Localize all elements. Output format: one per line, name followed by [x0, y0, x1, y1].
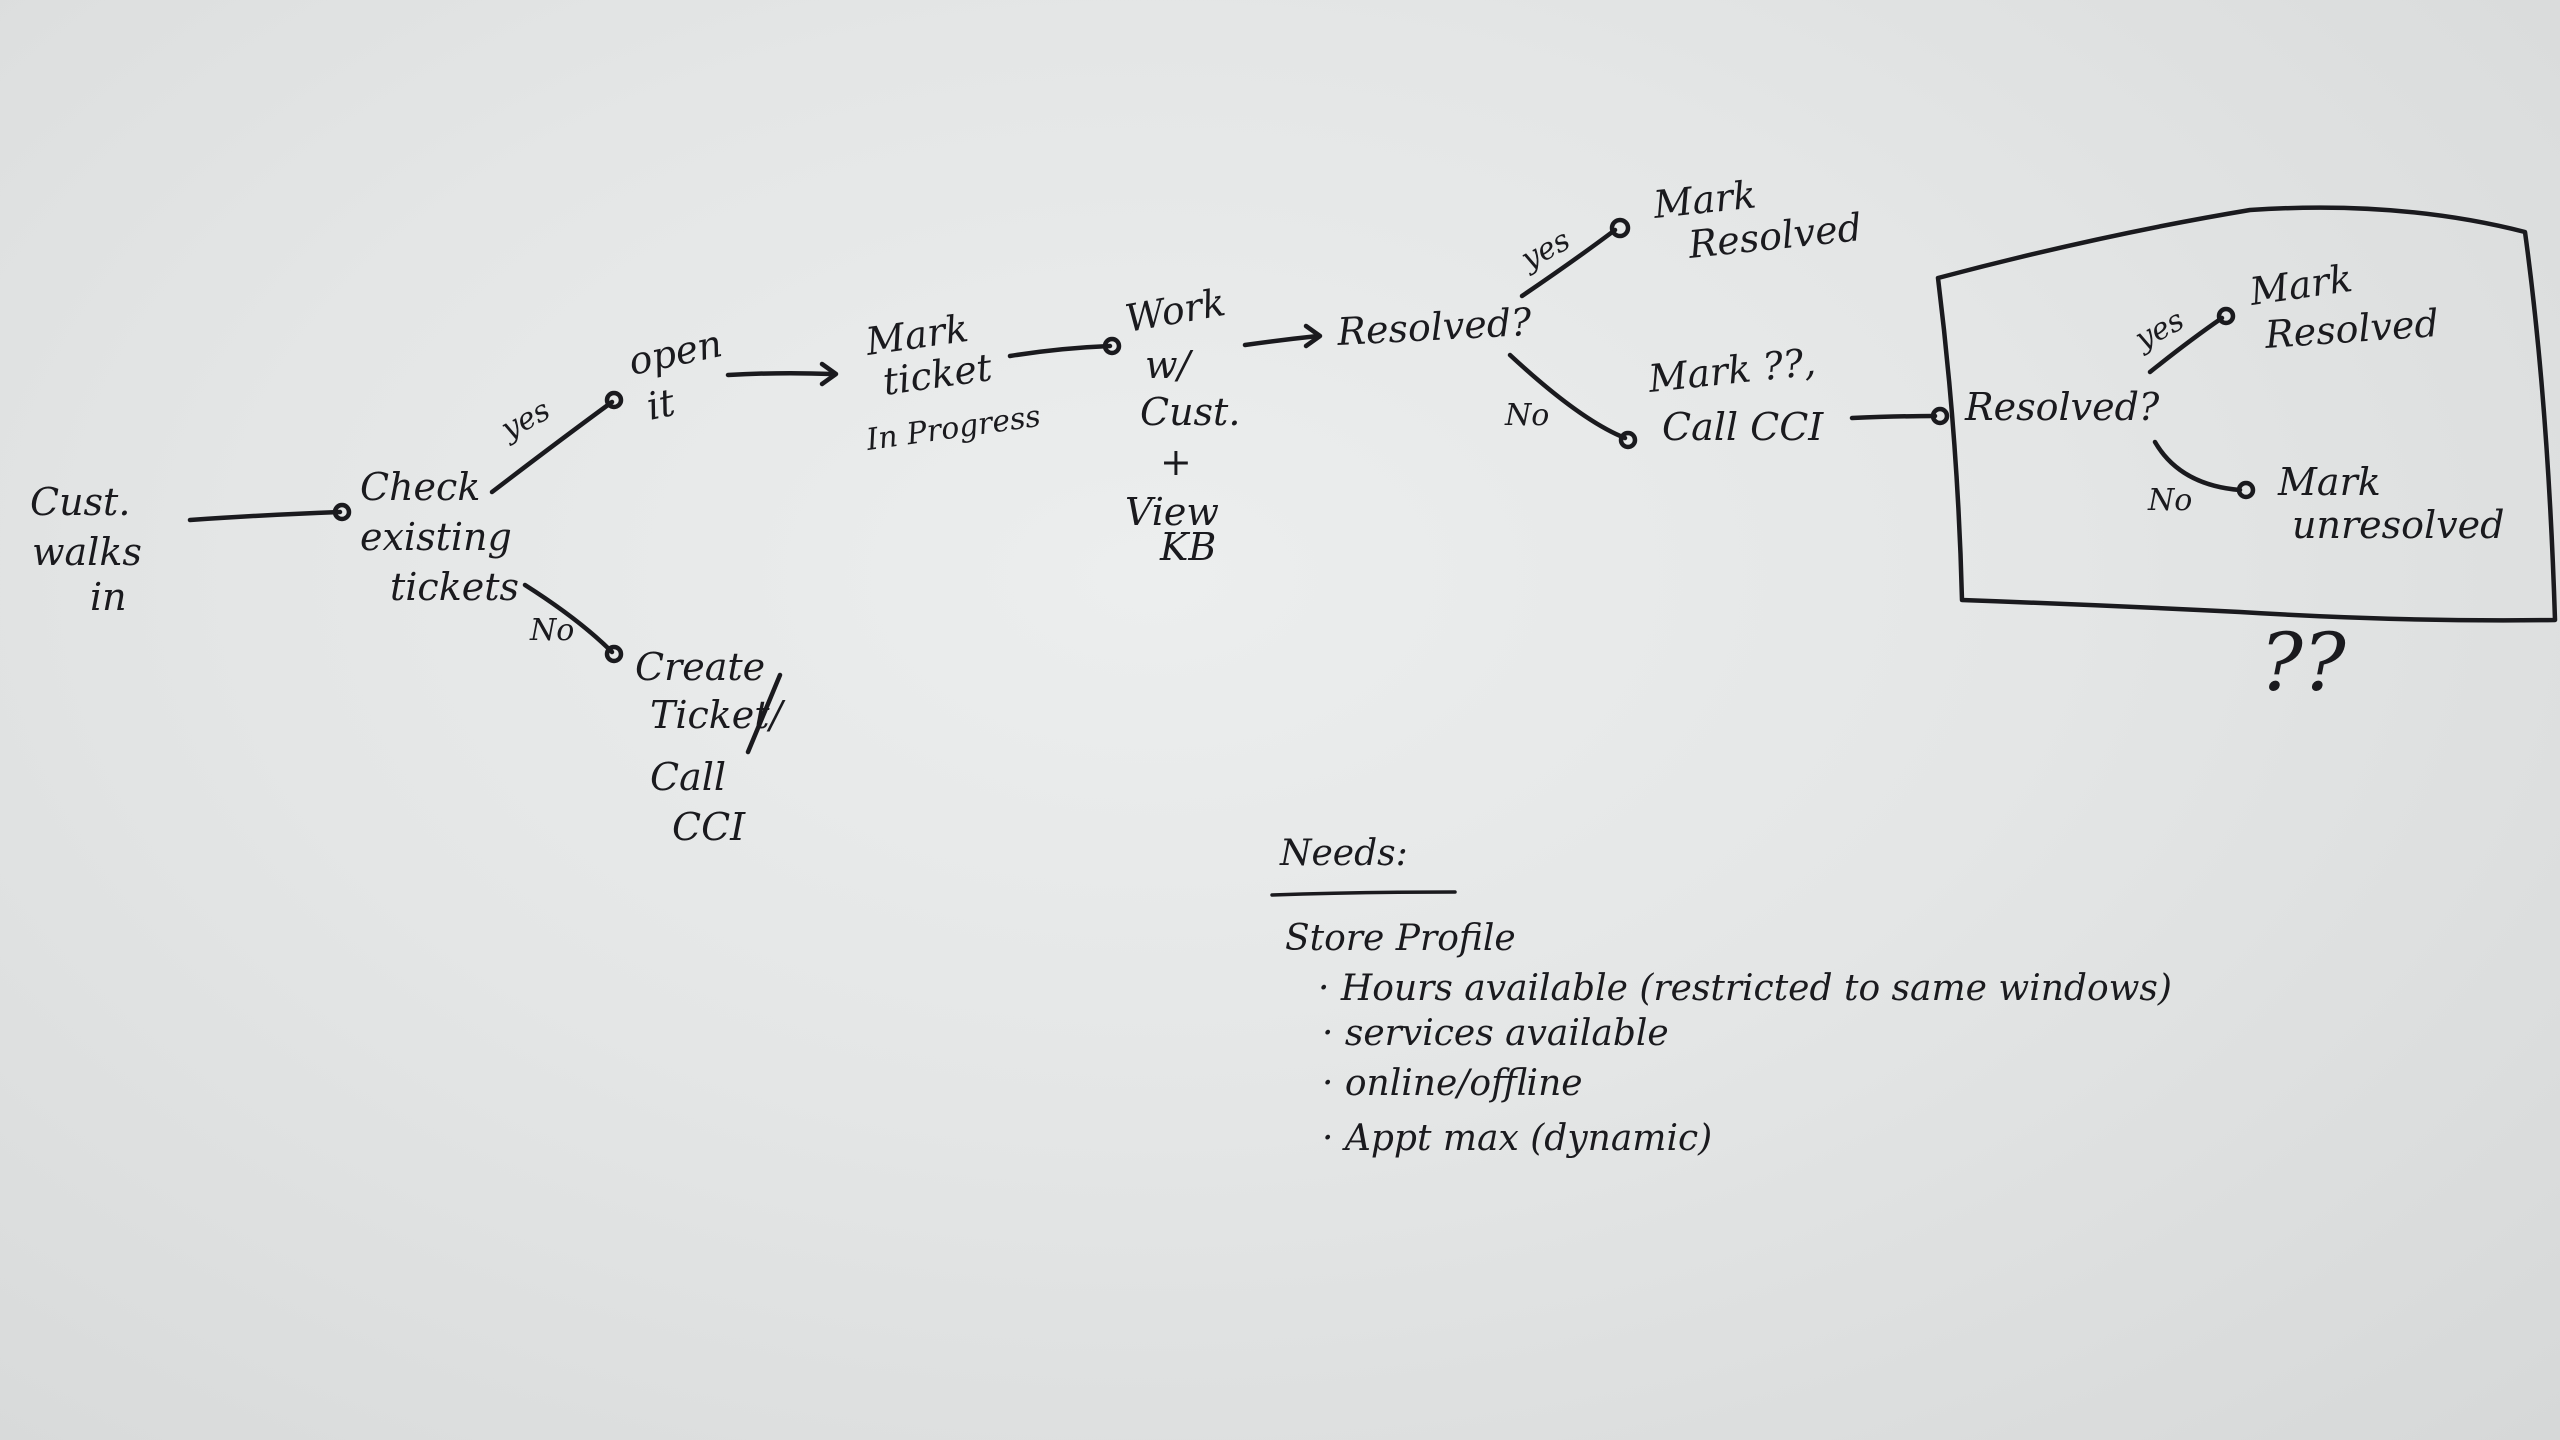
node-mark-line3: In Progress — [863, 399, 1043, 458]
node-check-line2: existing — [360, 515, 512, 559]
notes-heading: Needs: — [1279, 833, 1408, 874]
arrow-check-to-open-yes: yes — [489, 390, 624, 495]
edge-label-check-no: No — [529, 613, 574, 648]
notes-heading-underline — [1270, 890, 1457, 897]
node-create-line4: CCI — [672, 805, 746, 849]
notes-subheading: Store Profile — [1285, 918, 1516, 959]
node-resolved-2-text: Resolved? — [1964, 385, 2160, 429]
node-mark-resolved-1: Mark Resolved — [1650, 172, 1864, 267]
node-mark-resolved-2-line1: Mark — [2246, 256, 2355, 314]
node-work-line4: + — [1160, 440, 1192, 484]
node-work-line6: KB — [1159, 525, 1216, 569]
node-mark-unresolved: Mark unresolved — [2277, 460, 2504, 547]
arrow-resolved1-yes: yes — [1514, 217, 1631, 299]
edge-label-check-yes: yes — [494, 393, 556, 448]
create-ticket-slash — [745, 672, 783, 755]
node-open-line2: it — [643, 380, 680, 429]
arrow-check-to-create-no: No — [522, 582, 624, 664]
box-question-marks: ?? — [2260, 616, 2347, 709]
arrow-cust-to-check — [187, 502, 352, 523]
node-mark-resolved-2: Mark Resolved — [2246, 256, 2440, 357]
node-resolved-2: Resolved? — [1964, 385, 2160, 429]
notes-item-3: · online/offline — [1322, 1063, 1583, 1104]
node-mark-unresolved-line1: Mark — [2277, 460, 2381, 504]
node-check-line1: Check — [360, 465, 480, 509]
arrow-work-to-resolved — [1242, 323, 1323, 349]
arrow-mark-to-work — [1007, 336, 1122, 359]
node-open-line1: open — [625, 321, 726, 384]
edge-label-resolved2-no: No — [2147, 483, 2192, 518]
node-cust-walks-in-line1: Cust. — [30, 480, 130, 524]
node-check-line3: tickets — [390, 565, 519, 609]
node-mark-resolved-1-line1: Mark — [1650, 172, 1758, 227]
node-mark-call-cci: Mark ??, Call CCI — [1645, 340, 1824, 449]
arrow-resolved2-no: No — [2147, 439, 2256, 518]
node-create-line3: Call — [650, 755, 726, 799]
question-box — [1935, 205, 2558, 623]
node-create-line1: Create — [635, 645, 765, 689]
node-cust-walks-in-line3: in — [90, 575, 127, 619]
node-resolved-1: Resolved? — [1335, 300, 1533, 354]
edge-label-resolved1-no: No — [1504, 398, 1549, 433]
node-check-existing-tickets: Check existing tickets — [360, 465, 519, 609]
box-question-text: ?? — [2260, 616, 2347, 709]
node-cust-walks-in: Cust. walks in — [30, 480, 142, 619]
node-cust-walks-in-line2: walks — [32, 530, 142, 574]
notes-item-2: · services available — [1322, 1013, 1669, 1054]
node-mark-resolved-2-line2: Resolved — [2263, 301, 2441, 357]
notes-item-1: · Hours available (restricted to same wi… — [1318, 968, 2172, 1009]
node-mark-in-progress: Mark ticket In Progress — [862, 306, 1043, 458]
node-resolved-1-text: Resolved? — [1335, 300, 1533, 354]
node-work-line3: Cust. — [1140, 390, 1240, 434]
notes-item-4: · Appt max (dynamic) — [1322, 1118, 1712, 1159]
arrow-callcci-to-resolved2 — [1849, 406, 1950, 426]
node-work-line1: Work — [1122, 280, 1229, 341]
node-mark-unresolved-line2: unresolved — [2292, 503, 2504, 547]
node-mark-call-line2: Call CCI — [1662, 405, 1824, 449]
node-work-with-cust: Work w/ Cust. + View KB — [1122, 280, 1240, 569]
notes-needs: Needs: Store Profile · Hours available (… — [1270, 833, 2172, 1159]
node-work-line2: w/ — [1145, 343, 1194, 387]
arrow-open-to-mark — [725, 361, 839, 387]
edge-label-resolved1-yes: yes — [1514, 223, 1576, 278]
node-work-line5: View — [1125, 490, 1219, 534]
node-open-it: open it — [625, 321, 726, 429]
arrow-resolved2-yes: yes — [2128, 303, 2236, 375]
node-create-ticket: Create Ticket/ Call CCI — [635, 645, 786, 849]
node-mark-call-line1: Mark ??, — [1645, 340, 1817, 401]
arrow-resolved1-no: No — [1504, 352, 1638, 450]
